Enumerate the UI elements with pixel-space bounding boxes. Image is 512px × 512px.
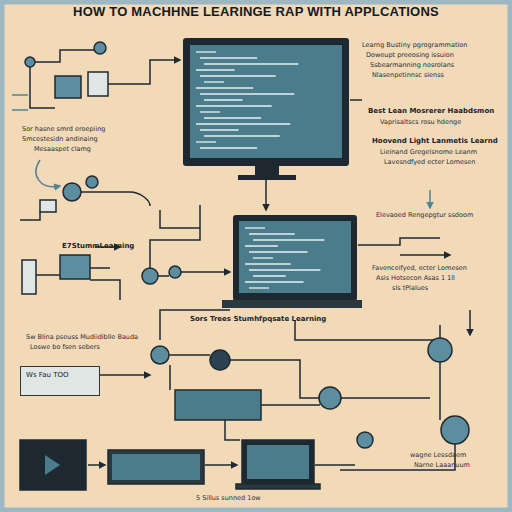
caption-text: 5 Sillus sunned 1ow — [196, 495, 261, 502]
caption-text: Asis Hotsecon Asas 1 1ll — [376, 275, 455, 282]
connector-lines — [160, 100, 450, 340]
code-line — [204, 135, 280, 136]
caption-text: Ssbearmanning nosrolans — [370, 62, 454, 69]
code-line — [204, 99, 243, 100]
code-line — [253, 275, 286, 276]
code-line — [204, 81, 224, 82]
code-line — [249, 251, 308, 252]
code-line — [253, 239, 324, 240]
title: HOW TO MACHHNE LEARINGE RAP WITH APPLCAT… — [0, 4, 512, 19]
code-line — [196, 141, 216, 142]
code-line — [245, 281, 304, 282]
code-line — [253, 257, 273, 258]
caption-text: Vaprisaltscs rosu hdenge — [380, 119, 461, 126]
top-monitor — [183, 38, 349, 180]
caption-text: Sw Blina pseuss Mudiidiblle Bauda — [26, 334, 138, 341]
text-box: Ws Fau TOO — [20, 366, 100, 396]
lower-monitor — [222, 215, 362, 308]
code-line — [196, 123, 290, 124]
code-line — [245, 245, 278, 246]
caption-text: Lieinand Gregelsnome Leanm — [380, 149, 477, 156]
caption-text: wagne Lessdaem — [410, 452, 466, 459]
code-line — [196, 87, 253, 88]
code-line — [196, 51, 216, 52]
code-line — [245, 263, 291, 264]
caption-text: Learng Bustiny pgrogrammation — [362, 42, 467, 49]
code-line — [245, 227, 265, 228]
code-line — [196, 105, 272, 106]
caption-text: Smcestesidn andinaing — [22, 136, 98, 143]
caption-text: Narne Laaanuum — [414, 462, 470, 469]
caption-text: Lavesndfyed ecter Lomesen — [384, 159, 475, 166]
caption-text: Elevaoed Rengepgtur ssdoom — [376, 212, 473, 219]
caption-text: Hoovend Light Lanmetis Learnd — [372, 138, 498, 146]
code-line — [249, 287, 269, 288]
code-line — [200, 129, 239, 130]
code-line — [200, 147, 257, 148]
code-line — [249, 269, 320, 270]
code-line — [196, 69, 235, 70]
caption-text: sls tPlalues — [392, 285, 428, 292]
caption-text: Sors Trees Stumhfpqsate Learning — [190, 316, 326, 324]
code-line — [200, 57, 257, 58]
caption-text: Nlasenpetinnsc sienss — [372, 72, 444, 79]
caption-text: Favenceifyed, ecter Lomesen — [372, 265, 467, 272]
code-line — [204, 117, 261, 118]
box-text: Ws Fau TOO — [21, 367, 99, 383]
code-line — [200, 93, 294, 94]
bottom-network — [20, 310, 470, 490]
left-circuit — [12, 42, 230, 300]
caption-text: Sor hasne smrd eroepiing — [22, 126, 105, 133]
caption-text: Mesaaspet clamg — [34, 146, 91, 153]
code-line — [200, 111, 220, 112]
caption-text: Best Lean Mosrerer Haabdsmon — [368, 108, 494, 116]
caption-text: E7StummLearning — [62, 243, 134, 251]
code-line — [200, 75, 276, 76]
code-line — [249, 233, 295, 234]
caption-text: Loswe bo fsen sebers — [30, 344, 100, 351]
caption-text: Doweupt preeosing issuion — [366, 52, 454, 59]
code-line — [204, 63, 298, 64]
